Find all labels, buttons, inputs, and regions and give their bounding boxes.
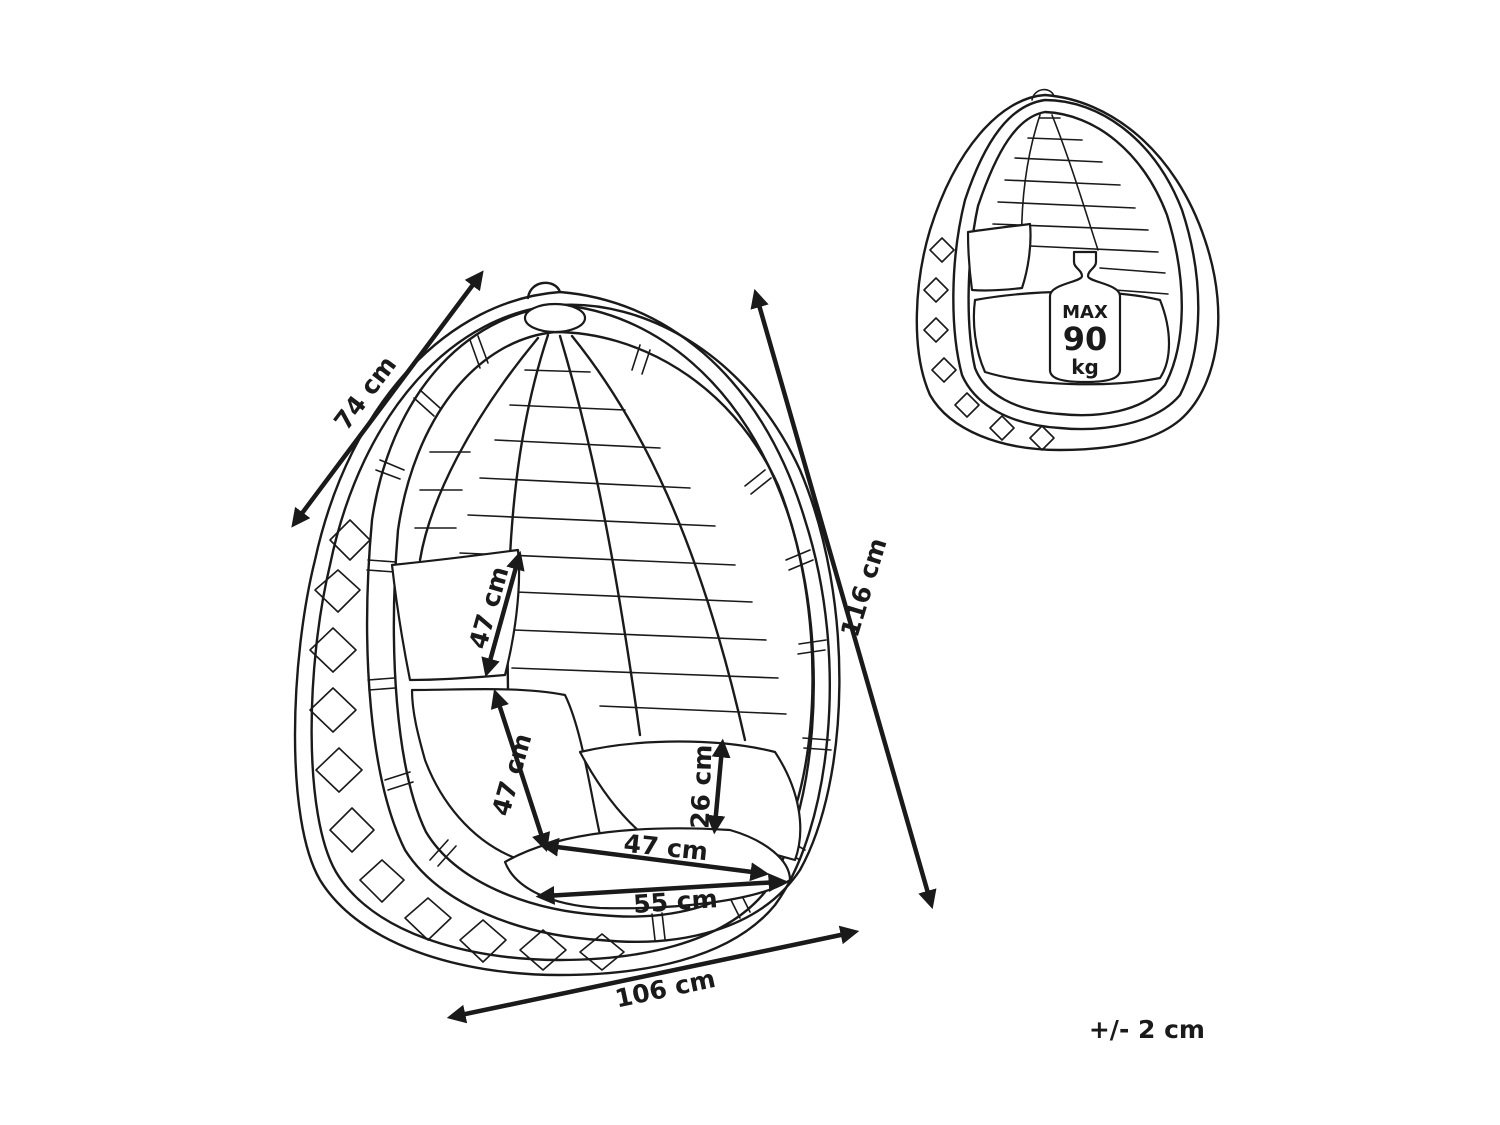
small-side-weave [923, 237, 1055, 451]
back-slats [414, 369, 787, 715]
height-arrow [750, 288, 937, 910]
small-top-loop [1031, 88, 1055, 101]
small-rim-outer [952, 98, 1200, 431]
top-loop [526, 281, 562, 300]
back-ribs [418, 333, 747, 742]
back-cushion-height-arrow [481, 550, 525, 678]
small-back-pillow [966, 222, 1032, 292]
weight-value-label: 90 [1063, 320, 1108, 358]
depth-arrow [291, 270, 484, 528]
weight-icon [1048, 250, 1122, 384]
small-outer-shell [915, 93, 1220, 452]
height-label: 116 cm [835, 535, 892, 641]
seat-width-arrow [535, 873, 788, 905]
seat-cushion-thickness-arrow [706, 738, 731, 835]
small-chair-drawing: MAX 90 kg [915, 88, 1220, 452]
seat-width-label: 55 cm [632, 884, 718, 919]
seat-back-height-arrow [490, 689, 551, 852]
width-arrow [446, 925, 860, 1024]
small-rim-inner [967, 110, 1183, 417]
seat-depth-arrow [539, 837, 770, 882]
weight-max-label: MAX [1062, 302, 1108, 323]
dimension-labels: 74 cm 116 cm 106 cm 47 cm 47 cm 26 cm 47… [328, 350, 892, 1013]
weight-unit-label: kg [1071, 355, 1099, 379]
dimension-arrows [291, 270, 937, 1024]
top-knot [523, 302, 587, 334]
tolerance-note: +/- 2 cm [1089, 1015, 1205, 1044]
seat-cushion-thickness-label: 26 cm [686, 744, 718, 829]
